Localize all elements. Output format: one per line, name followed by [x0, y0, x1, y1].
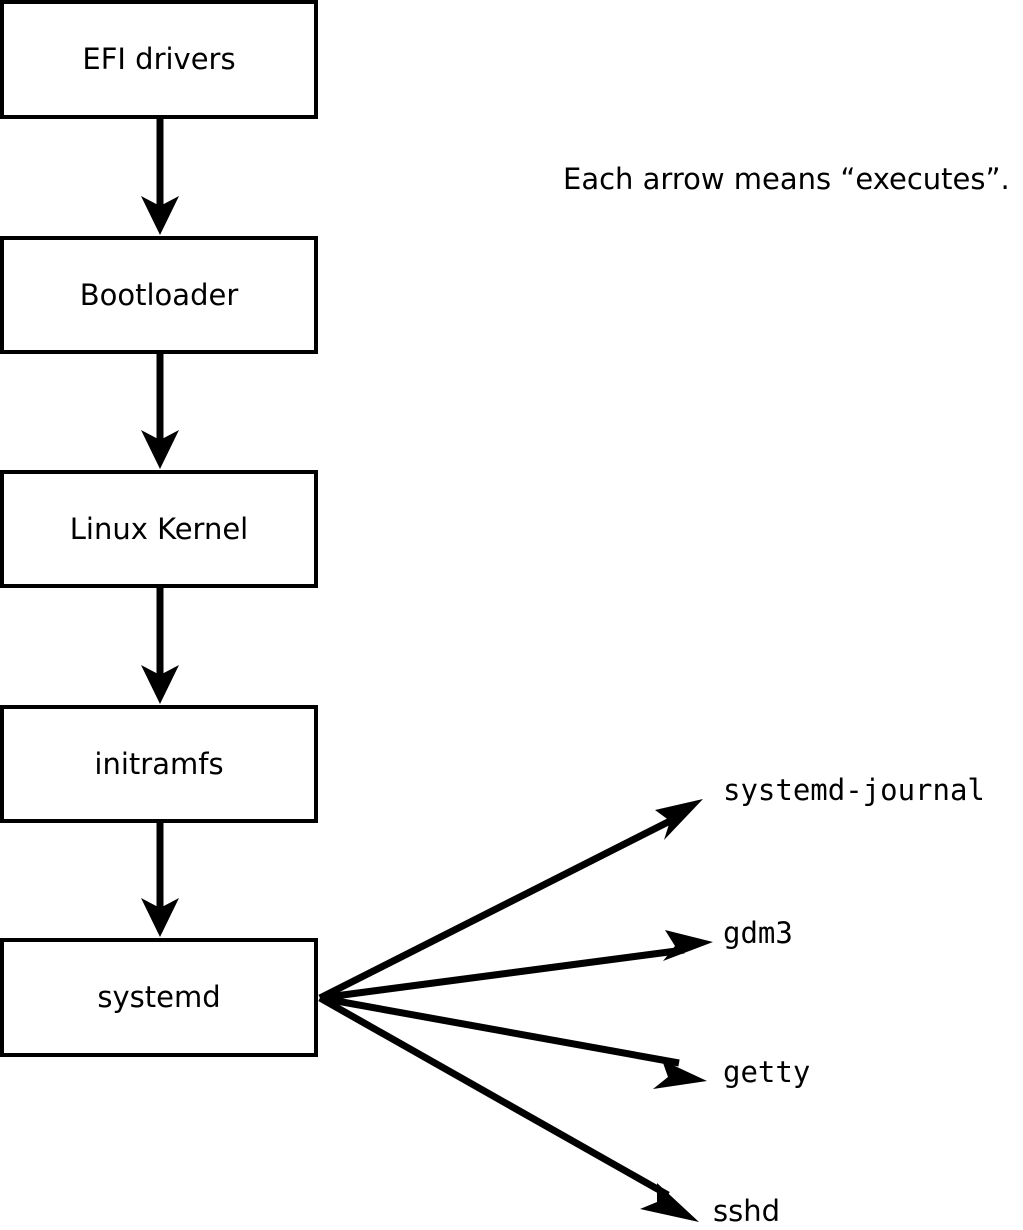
chain-arrow-efi-to-bootloader	[141, 119, 179, 235]
stage-label-bootloader: Bootloader	[79, 277, 239, 312]
stage-box-efi-drivers: EFI drivers	[0, 0, 318, 119]
stage-label-initramfs: initramfs	[94, 746, 224, 781]
stage-box-bootloader: Bootloader	[0, 236, 318, 354]
fanout-arrow-gdm3	[319, 930, 713, 1002]
stage-label-systemd: systemd	[97, 980, 221, 1014]
leaf-label-gdm3: gdm3	[723, 916, 793, 950]
chain-arrow-kernel-to-initramfs	[141, 588, 179, 704]
chain-arrow-initramfs-to-systemd	[141, 823, 179, 937]
stage-box-systemd: systemd	[0, 938, 318, 1057]
leaf-label-systemd-journal: systemd-journal	[723, 773, 985, 807]
stage-label-linux-kernel: Linux Kernel	[69, 511, 249, 546]
fanout-arrow-systemd-journal	[318, 799, 703, 1002]
stage-box-linux-kernel: Linux Kernel	[0, 470, 318, 588]
chain-arrow-bootloader-to-kernel	[141, 354, 179, 469]
leaf-label-sshd: sshd	[713, 1194, 781, 1228]
stage-box-initramfs: initramfs	[0, 705, 318, 823]
fanout-arrow-getty	[319, 994, 707, 1089]
diagram-caption: Each arrow means “executes”.	[563, 162, 1010, 196]
leaf-label-getty: getty	[723, 1055, 811, 1089]
stage-label-efi-drivers: EFI drivers	[82, 42, 236, 76]
fanout-arrow-sshd	[318, 994, 699, 1222]
